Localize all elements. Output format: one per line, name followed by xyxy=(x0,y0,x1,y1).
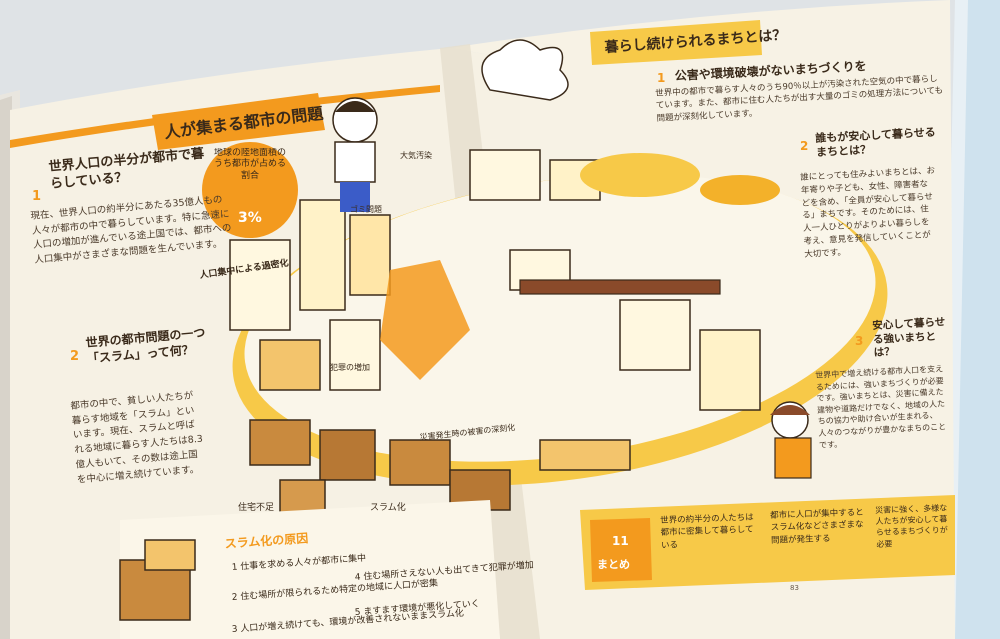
character-person-top xyxy=(332,97,378,212)
left-q1-body: 現在、世界人口の約半分にあたる35億人もの人々が都市の中で暮らしています。特に急… xyxy=(30,194,232,266)
right-q2-number: 2 xyxy=(800,139,808,153)
left-q2-number: 2 xyxy=(70,349,79,364)
summary-label: まとめ xyxy=(597,558,630,571)
right-q1-number: 1 xyxy=(657,71,665,85)
stat-bubble-value: 3% xyxy=(238,210,262,226)
summary-tab xyxy=(590,518,652,582)
label-air-pollution: 大気汚染 xyxy=(400,150,432,160)
illustration-shacks xyxy=(119,539,196,621)
left-q2-body: 都市の中で、貧しい人たちが暮らす地域を「スラム」といいます。現在、スラムと呼ばれ… xyxy=(70,390,203,485)
left-frame-bar xyxy=(10,85,440,148)
page-number: 83 xyxy=(790,584,799,592)
label-garbage: ゴミ問題 xyxy=(350,204,382,214)
illustration-right-city xyxy=(469,149,780,471)
summary-point-2: 都市に人口が集中するとスラム化などさまざまな問題が発生する xyxy=(770,508,864,546)
page-stack-left xyxy=(0,96,12,639)
label-slum: スラム化 xyxy=(370,501,406,513)
summary-point-1: 世界の約半分の人たちは都市に密集して暮らしている xyxy=(660,513,754,551)
right-q3-body: 世界中で増え続ける都市人口を支えるためには、強いまちづくりが必要です。強いまちと… xyxy=(815,364,946,449)
causes-title: スラム化の原因 xyxy=(224,530,308,551)
summary-point-3: 災害に強く、多様な人たちが安心して暮らせるまちづくりが必要 xyxy=(875,503,948,548)
smoke-cloud xyxy=(481,39,569,101)
character-girl-right xyxy=(770,401,812,479)
label-housing: 住宅不足 xyxy=(238,501,274,513)
causes-box xyxy=(120,500,500,639)
left-title-banner xyxy=(152,93,325,150)
right-q3-number: 3 xyxy=(855,334,863,348)
right-q3-title: 安心して暮らせる強いまちとは？ xyxy=(872,316,946,359)
illustration-left-city xyxy=(229,199,511,516)
summary-chapter: 11 xyxy=(612,534,629,548)
summary-box xyxy=(580,495,955,590)
cover-right xyxy=(955,0,1000,639)
right-title-banner xyxy=(590,20,762,65)
stat-bubble-text: 地球の陸地面積のうち都市が占める割合 xyxy=(214,148,286,181)
left-q1-number: 1 xyxy=(32,189,41,204)
label-crime: 犯罪の増加 xyxy=(330,362,370,372)
stat-bubble xyxy=(202,142,298,238)
right-q2-body: 誰にとっても住みよいまちとは、お年寄りや子ども、女性、障害者などを含め、「全員が… xyxy=(800,166,935,259)
